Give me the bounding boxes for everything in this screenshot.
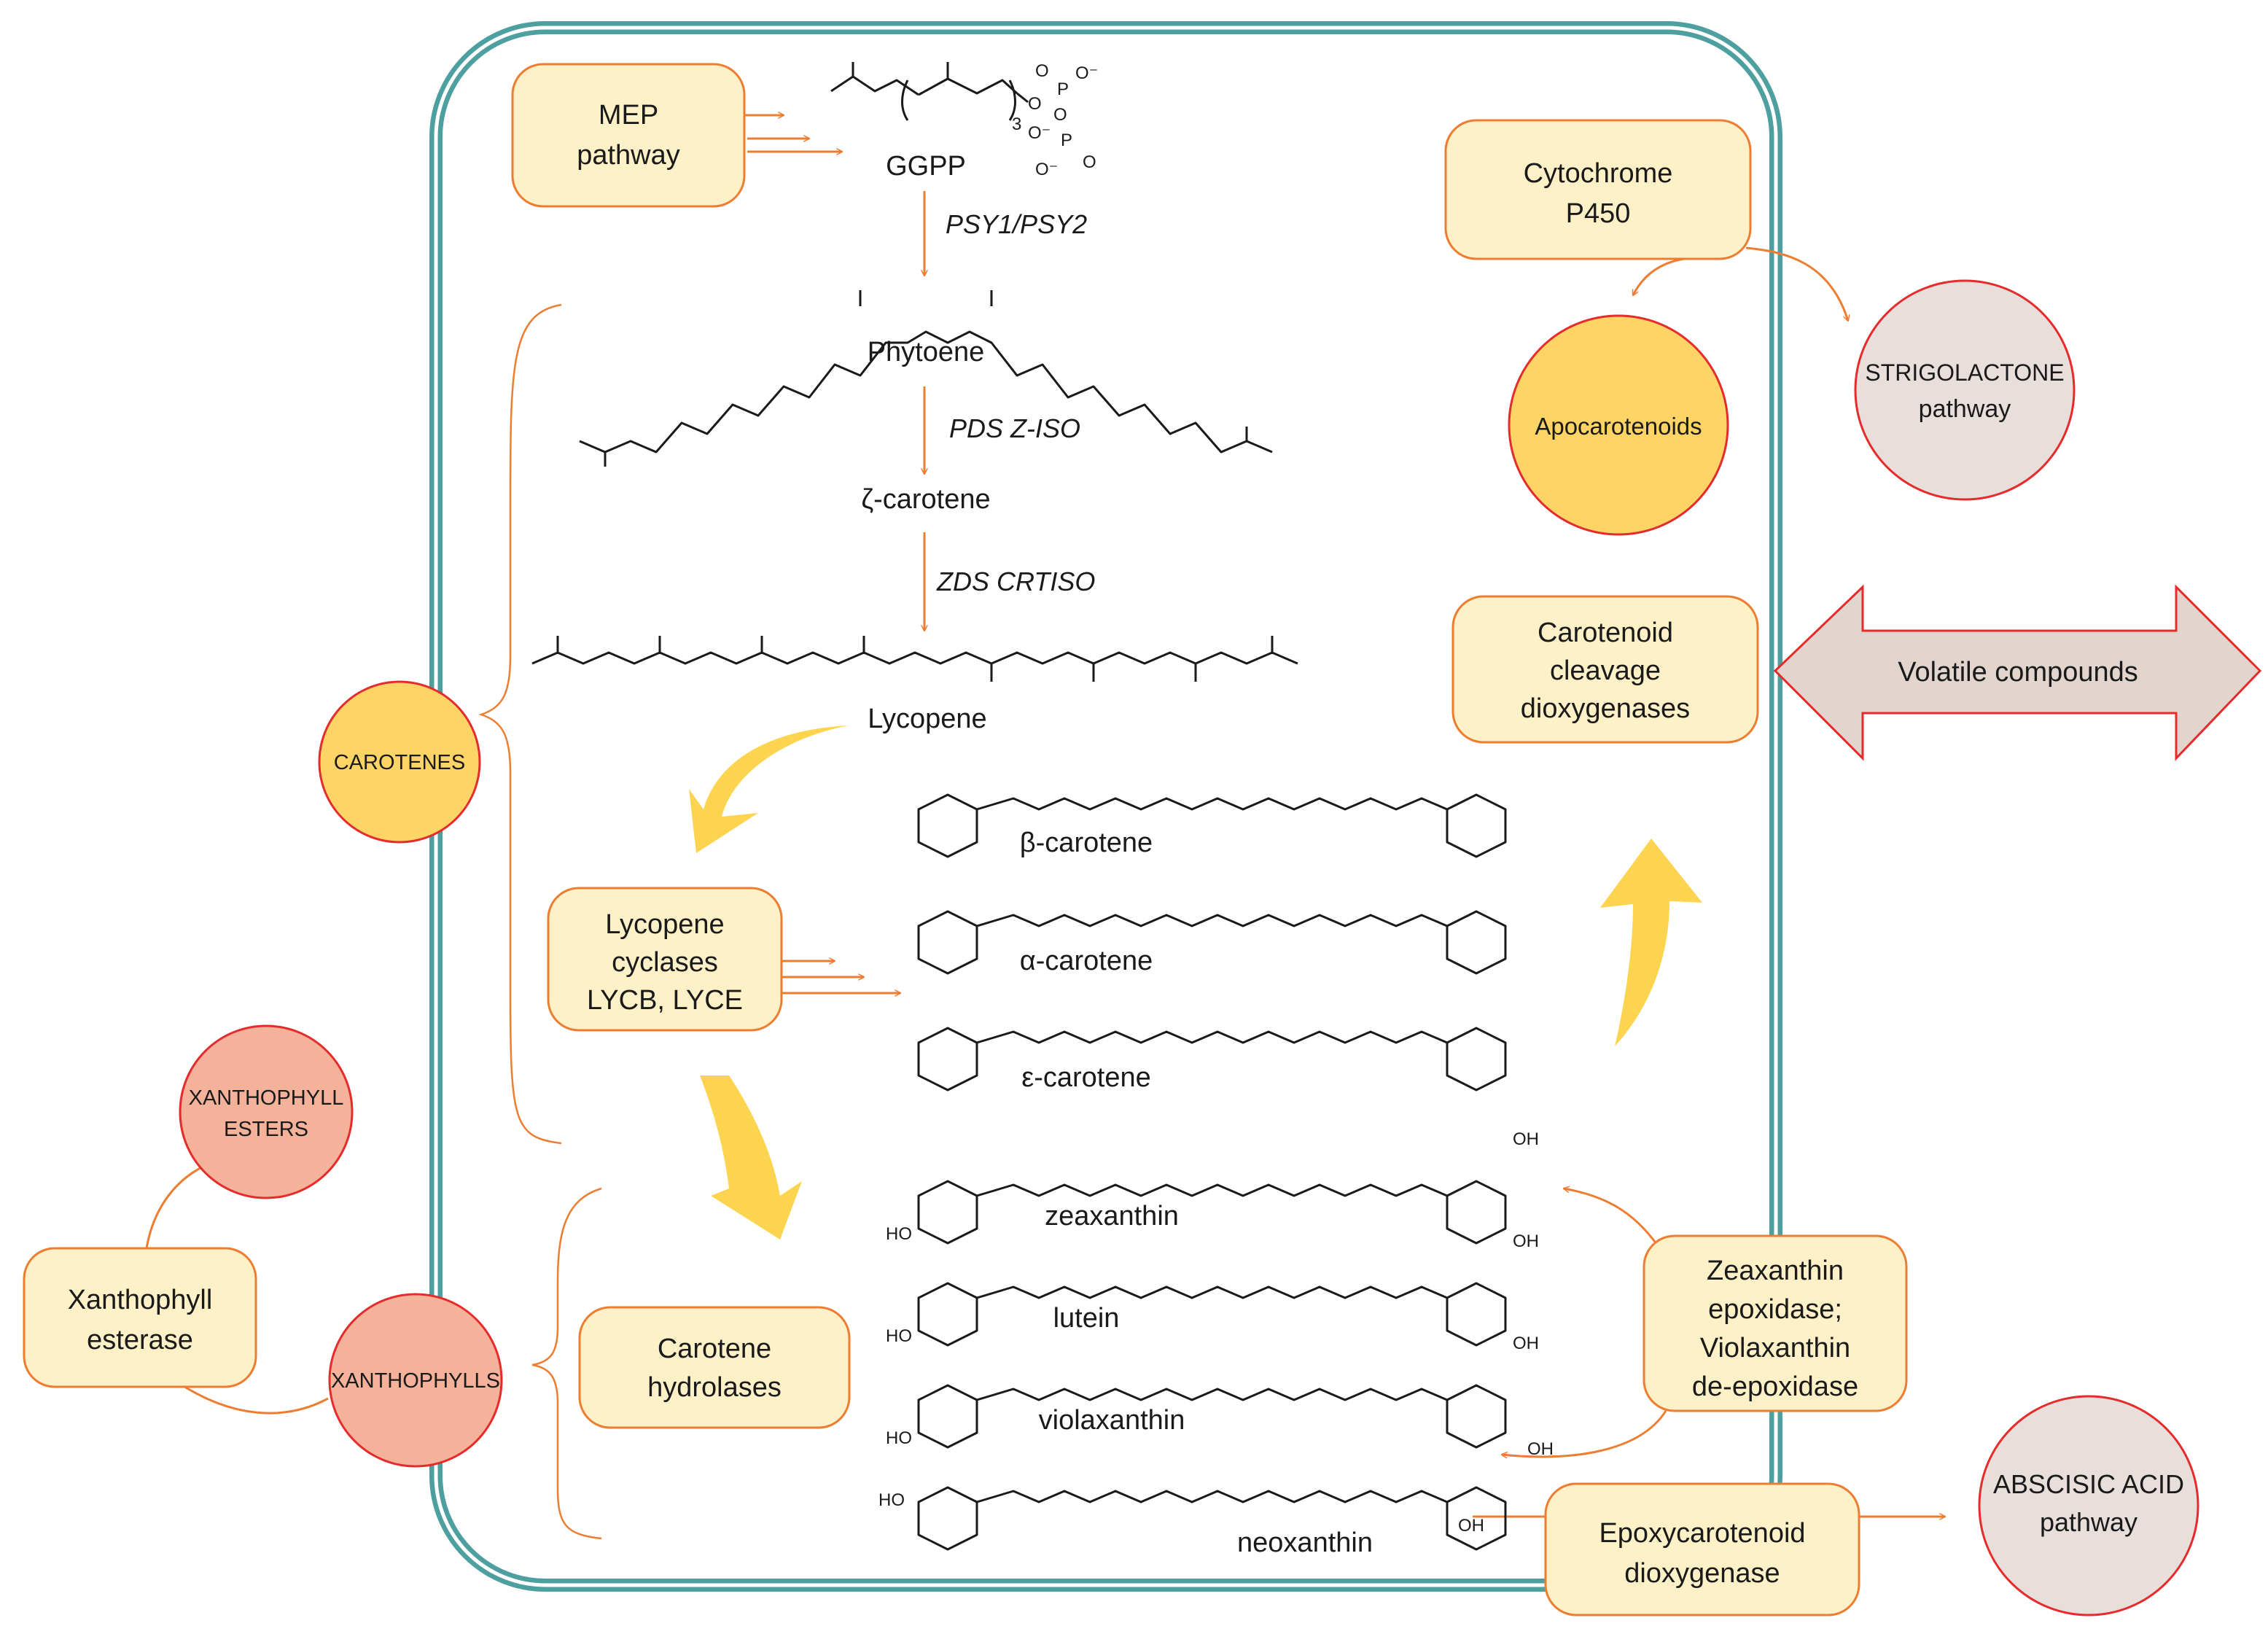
yellow-arrow-to-hydrolases	[700, 1075, 802, 1240]
lycopene-label: Lycopene	[868, 704, 986, 734]
svg-text:dioxygenases: dioxygenases	[1521, 693, 1690, 724]
apocarotenoids-circle: Apocarotenoids	[1508, 314, 1729, 536]
xanthophyll-esters-circle: XANTHOPHYLL ESTERS	[179, 1024, 354, 1199]
zeaxanthin-epoxidase-box: Zeaxanthin epoxidase; Violaxanthin de-ep…	[1642, 1234, 1908, 1412]
mep-line-1: MEP	[599, 100, 658, 131]
svg-text:Carotenoid: Carotenoid	[1538, 618, 1673, 648]
svg-text:LYCB, LYCE: LYCB, LYCE	[587, 985, 743, 1016]
volatile-compounds-label: Volatile compounds	[1898, 657, 2138, 688]
ggpp-o-minus-2: O⁻	[1028, 123, 1051, 143]
xanthophylls-circle: XANTHOPHYLLS	[328, 1293, 503, 1468]
lutein-structure	[917, 1282, 1507, 1347]
carotenoid-cleavage-dioxygenases-box: Carotenoid cleavage dioxygenases	[1451, 595, 1759, 744]
lutein-ho: HO	[886, 1326, 912, 1346]
ggpp-o-1: O	[1028, 94, 1042, 114]
svg-text:cleavage: cleavage	[1550, 655, 1661, 686]
svg-text:dioxygenase: dioxygenase	[1624, 1558, 1780, 1589]
svg-text:STRIGOLACTONE: STRIGOLACTONE	[1865, 359, 2064, 386]
svg-text:XANTHOPHYLL: XANTHOPHYLL	[189, 1086, 344, 1110]
xanthophylls-brace	[531, 1187, 602, 1540]
ggpp-label: GGPP	[886, 151, 966, 182]
svg-text:CAROTENES: CAROTENES	[334, 751, 465, 774]
epsilon-carotene-structure	[917, 1027, 1507, 1092]
svg-text:ABSCISIC ACID: ABSCISIC ACID	[1993, 1469, 2184, 1499]
ggpp-o-3: O	[1053, 105, 1067, 125]
enzyme-zds: ZDS CRTISO	[936, 567, 1095, 596]
svg-text:pathway: pathway	[577, 140, 680, 171]
phytoene-structure	[579, 290, 1273, 467]
neoxanthin-structure	[917, 1486, 1507, 1551]
neoxanthin-oh-1: OH	[1527, 1439, 1554, 1459]
volatile-compounds-arrow	[1773, 584, 2262, 761]
zeaxanthin-structure	[917, 1180, 1507, 1245]
yellow-arrow-to-ccd	[1600, 838, 1702, 1046]
cyp-line-1: Cytochrome	[1524, 158, 1673, 189]
enzyme-pds: PDS Z-ISO	[949, 413, 1080, 443]
svg-text:Zeaxanthin: Zeaxanthin	[1707, 1256, 1844, 1286]
zeta-carotene-label: ζ-carotene	[861, 484, 990, 515]
ggpp-subscript: 3	[1012, 114, 1021, 134]
violaxanthin-oh: OH	[1513, 1334, 1539, 1353]
svg-text:epoxidase;: epoxidase;	[1708, 1294, 1842, 1325]
carotenes-circle: CAROTENES	[318, 680, 481, 844]
ggpp-o-4: O	[1083, 152, 1096, 172]
svg-text:P450: P450	[1566, 198, 1631, 229]
ggpp-o-minus-1: O⁻	[1075, 63, 1098, 83]
violaxanthin-ho: HO	[886, 1428, 912, 1448]
lutein-label: lutein	[1053, 1303, 1120, 1334]
zeaxanthin-ho: HO	[886, 1224, 912, 1244]
phytoene-label: Phytoene	[868, 337, 985, 367]
carotene-hydrolases-box: Carotene hydrolases	[578, 1306, 851, 1429]
svg-text:pathway: pathway	[1919, 395, 2011, 423]
neoxanthin-oh-2: OH	[1458, 1516, 1484, 1536]
enzyme-psy: PSY1/PSY2	[946, 209, 1087, 239]
mep-line-2: pathway	[577, 140, 680, 171]
abscisic-acid-circle: ABSCISIC ACID pathway	[1978, 1395, 2199, 1616]
ggpp-p-2: P	[1061, 131, 1072, 150]
svg-text:hydrolases: hydrolases	[647, 1372, 782, 1403]
ggpp-o-2: O	[1035, 61, 1049, 81]
epsilon-carotene-label: ε-carotene	[1021, 1062, 1150, 1093]
ggpp-structure: 3 O P O⁻ O O O⁻ P O O⁻	[830, 61, 1098, 179]
mep-pathway-box: MEP pathway	[511, 63, 746, 208]
svg-text:Cytochrome: Cytochrome	[1524, 158, 1673, 189]
violaxanthin-structure	[917, 1384, 1507, 1449]
lycopene-cyclases-box: Lycopene cyclases LYCB, LYCE	[547, 887, 783, 1032]
neoxanthin-ho: HO	[878, 1490, 905, 1510]
zeaxanthin-label: zeaxanthin	[1045, 1201, 1179, 1232]
zeaxanthin-oh: OH	[1513, 1129, 1539, 1149]
svg-text:Violaxanthin: Violaxanthin	[1700, 1333, 1850, 1363]
svg-text:Epoxycarotenoid: Epoxycarotenoid	[1599, 1518, 1805, 1549]
svg-text:pathway: pathway	[2040, 1507, 2138, 1537]
ggpp-o-minus-3: O⁻	[1035, 160, 1058, 179]
svg-text:Carotene: Carotene	[658, 1334, 771, 1364]
ggpp-p-1: P	[1057, 79, 1069, 99]
xanthophyll-esterase-box: Xanthophyll esterase	[23, 1247, 257, 1388]
svg-text:XANTHOPHYLLS: XANTHOPHYLLS	[331, 1369, 500, 1393]
beta-carotene-label: β-carotene	[1020, 828, 1153, 858]
cytochrome-p450-box: Cytochrome P450	[1444, 119, 1752, 260]
svg-text:Lycopene: Lycopene	[605, 909, 724, 940]
svg-text:esterase: esterase	[87, 1325, 193, 1355]
yellow-arrow-to-cyclases	[689, 725, 849, 853]
cyp-line-2: P450	[1566, 198, 1631, 229]
svg-text:Apocarotenoids: Apocarotenoids	[1535, 413, 1702, 440]
strigolactone-circle: STRIGOLACTONE pathway	[1854, 279, 2076, 501]
beta-carotene-structure	[917, 793, 1507, 858]
svg-text:MEP: MEP	[599, 100, 658, 131]
lutein-oh: OH	[1513, 1232, 1539, 1251]
svg-text:ESTERS: ESTERS	[224, 1118, 308, 1141]
svg-text:de-epoxidase: de-epoxidase	[1692, 1371, 1858, 1402]
violaxanthin-label: violaxanthin	[1039, 1405, 1185, 1436]
neoxanthin-label: neoxanthin	[1237, 1528, 1373, 1558]
svg-text:cyclases: cyclases	[612, 947, 718, 978]
epoxycarotenoid-dioxygenase-box: Epoxycarotenoid dioxygenase	[1544, 1482, 1860, 1616]
svg-text:Xanthophyll: Xanthophyll	[68, 1285, 213, 1315]
alpha-carotene-label: α-carotene	[1020, 946, 1153, 976]
alpha-carotene-structure	[917, 910, 1507, 975]
lycopene-structure	[531, 636, 1298, 682]
carotenes-brace	[478, 303, 562, 1145]
